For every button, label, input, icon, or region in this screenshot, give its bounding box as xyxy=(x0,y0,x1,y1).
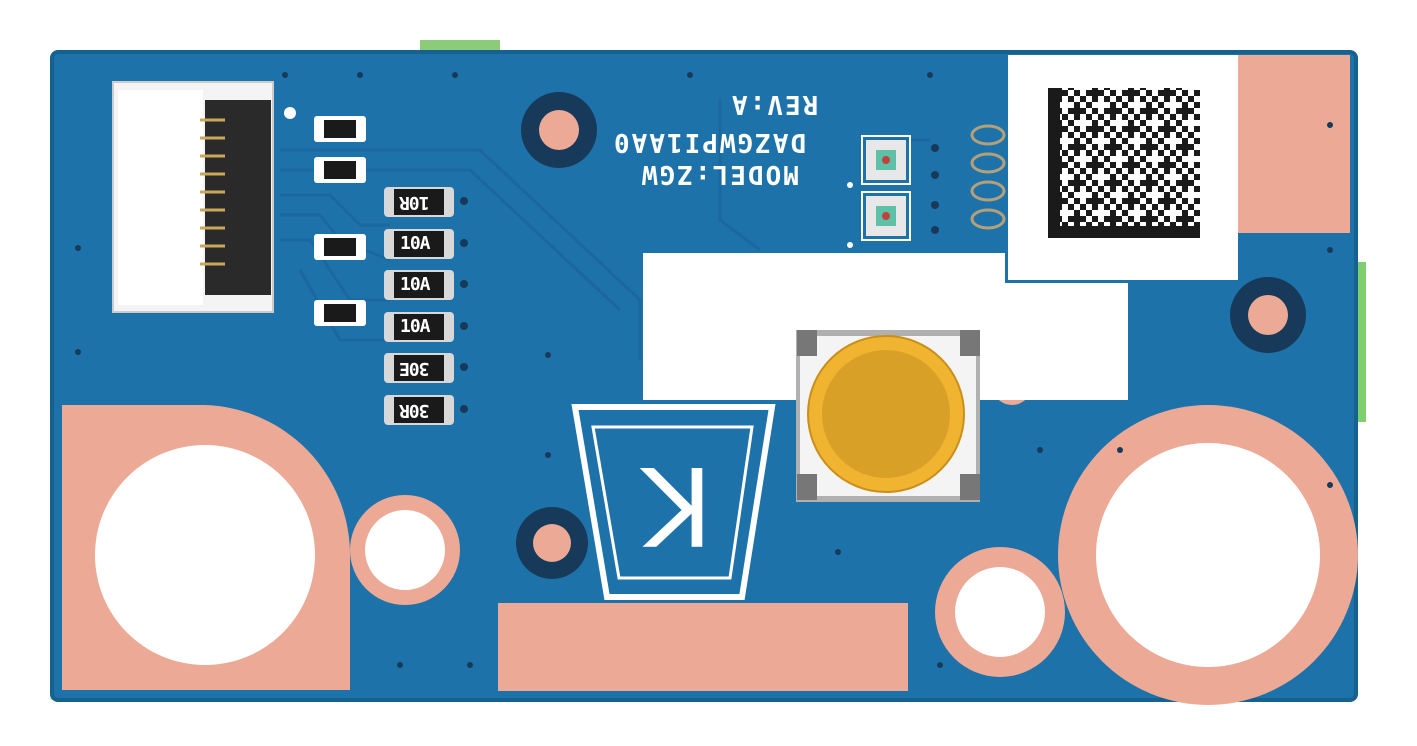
mounting-hole-right xyxy=(1096,443,1320,667)
tactile-switch xyxy=(796,330,980,502)
small-vias xyxy=(75,72,1333,668)
resistor-label-5: 30E xyxy=(400,358,430,379)
resistor-label-1: 10R xyxy=(400,192,430,213)
diodes xyxy=(314,116,366,326)
revision-label: REV:A xyxy=(730,89,819,119)
resistors xyxy=(384,187,454,425)
resistor-label-4: 10A xyxy=(400,316,430,337)
fpc-connector xyxy=(112,81,274,313)
silkscreen-block xyxy=(643,253,1128,400)
copper-strip xyxy=(498,603,908,691)
part-number-label: DAZGWPI1AA0 xyxy=(612,127,807,157)
resistor-label-3: 10A xyxy=(400,274,430,295)
resistor-label-2: 10A xyxy=(400,233,430,254)
test-pads xyxy=(970,124,1006,230)
copper-square xyxy=(1238,55,1350,233)
via-pads xyxy=(516,92,1306,579)
mounting-hole-left xyxy=(95,445,315,665)
k-logo-frame xyxy=(571,404,776,600)
k-logo-letter: K xyxy=(642,442,713,567)
resistor-label-6: 30R xyxy=(400,400,430,421)
leds xyxy=(861,135,911,241)
model-label: MODEL:ZGW xyxy=(640,159,799,189)
